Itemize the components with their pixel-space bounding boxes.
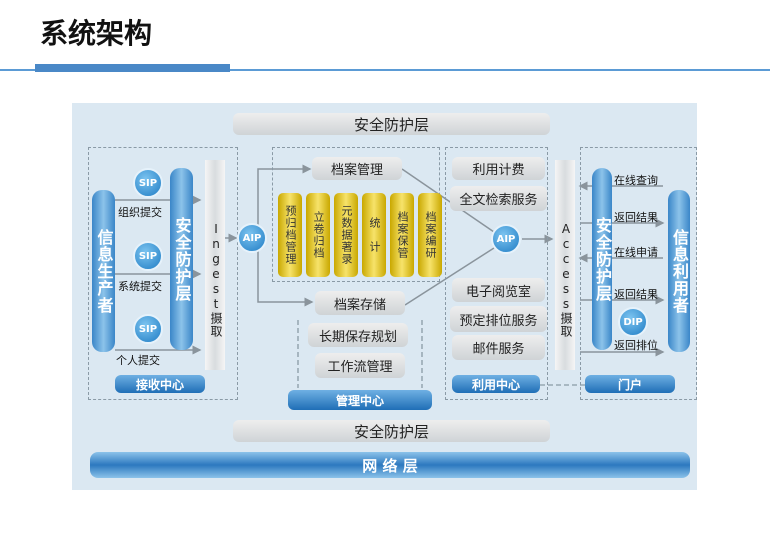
page-title: 系统架构 (40, 17, 153, 50)
sip-icon: SIP (133, 314, 163, 344)
sip-icon: SIP (133, 241, 163, 271)
fulltext-search-box: 全文检索服务 (450, 186, 547, 211)
portal-region (580, 147, 697, 400)
management-center-button[interactable]: 管理中心 (288, 390, 432, 410)
module-custody: 档案保管 (390, 193, 414, 277)
network-layer: 网 络 层 (90, 452, 690, 478)
utilization-region (445, 147, 548, 400)
workflow-management-box: 工作流管理 (315, 353, 405, 378)
dip-icon: DIP (618, 307, 648, 337)
system-submission-label: 系统提交 (118, 280, 162, 293)
module-filing: 立卷归档 (306, 193, 330, 277)
ingest-security-bar: 安全防护层 (170, 168, 193, 350)
mail-service-box: 邮件服务 (452, 335, 545, 360)
title-divider (0, 69, 770, 71)
archive-management-box: 档案管理 (312, 157, 402, 180)
sip-icon: SIP (133, 168, 163, 198)
billing-box: 利用计费 (452, 157, 545, 180)
return-result-label: 返回结果 (614, 211, 658, 224)
ingest-region (88, 147, 238, 400)
receiving-center-button[interactable]: 接收中心 (115, 375, 205, 393)
e-reading-room-box: 电子阅览室 (452, 278, 545, 302)
reservation-service-box: 预定排位服务 (450, 306, 547, 332)
return-queue-label: 返回排位 (614, 339, 658, 352)
module-prearchive: 预归档管理 (278, 193, 302, 277)
personal-submission-label: 个人提交 (116, 354, 160, 367)
security-layer-top: 安全防护层 (233, 113, 550, 135)
title-accent-bar (35, 64, 230, 72)
module-compilation: 档案编研 (418, 193, 442, 277)
aip-icon: AIP (237, 223, 267, 253)
access-column: Access摄取 (555, 160, 575, 370)
long-term-preservation-box: 长期保存规划 (308, 323, 408, 347)
module-statistics: 统 计 (362, 193, 386, 277)
info-user-bar: 信息利用者 (668, 190, 690, 352)
utilization-center-button[interactable]: 利用中心 (452, 375, 540, 393)
security-layer-bottom: 安全防护层 (233, 420, 550, 442)
info-producer-bar: 信息生产者 (92, 190, 115, 352)
ingest-column: Ingest摄取 (205, 160, 225, 370)
org-submission-label: 组织提交 (118, 206, 162, 219)
aip-icon: AIP (491, 224, 521, 254)
portal-button[interactable]: 门户 (585, 375, 675, 393)
module-metadata: 元数据著录 (334, 193, 358, 277)
archive-storage-box: 档案存储 (315, 291, 405, 315)
portal-security-bar: 安全防护层 (592, 168, 612, 350)
return-result-label: 返回结果 (614, 288, 658, 301)
online-apply-label: 在线申请 (614, 246, 658, 259)
online-query-label: 在线查询 (614, 174, 658, 187)
